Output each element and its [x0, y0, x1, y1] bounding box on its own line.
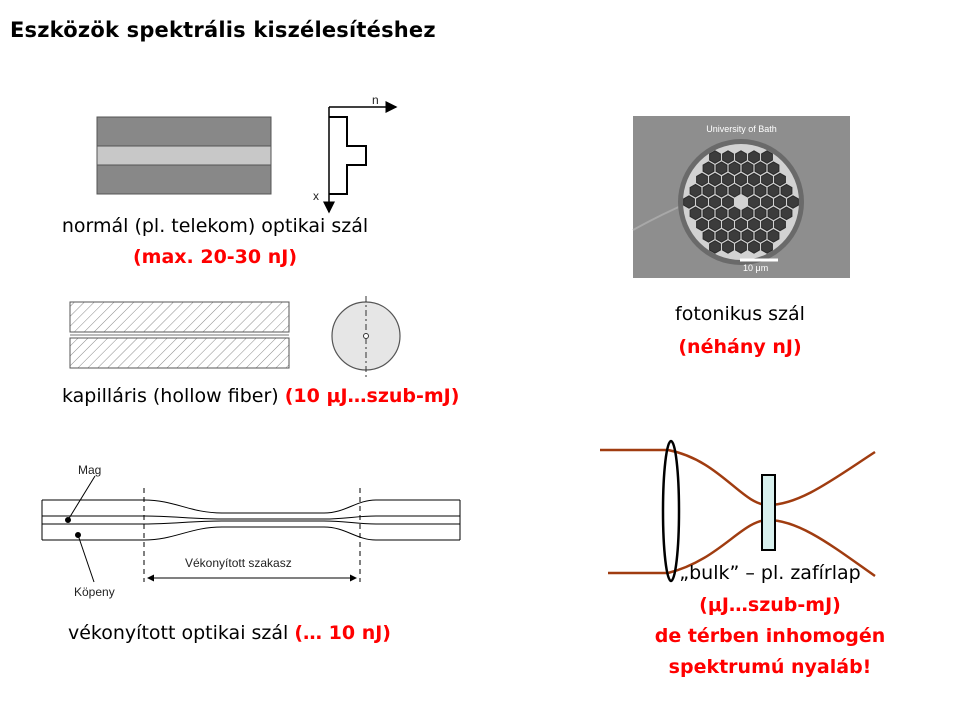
air-hole [754, 229, 767, 243]
air-hole [761, 172, 773, 187]
air-hole [709, 150, 721, 164]
air-hole [735, 150, 747, 164]
air-hole [696, 195, 708, 209]
air-hole [780, 206, 793, 221]
air-hole [767, 229, 780, 243]
air-hole [735, 217, 747, 232]
bulk-diagram [600, 439, 876, 583]
bulk-caption: „bulk” – pl. zafírlap [679, 562, 861, 584]
air-hole [722, 195, 734, 209]
tapered-limit: (… 10 nJ) [294, 622, 391, 644]
air-hole [748, 240, 760, 254]
cladding-label: Köpeny [74, 585, 115, 599]
bulk-limit: (μJ…szub-mJ) [699, 594, 841, 616]
air-hole [741, 161, 754, 175]
air-hole [748, 195, 760, 209]
axis-x-label: x [313, 189, 319, 203]
air-hole [728, 161, 741, 175]
page-title: Eszközök spektrális kiszélesítéshez [10, 18, 436, 42]
bulk-warning-line1: de térben inhomogén [654, 625, 886, 647]
air-hole [748, 217, 760, 232]
capillary-limit: (10 μJ…szub-mJ) [284, 385, 460, 407]
normal-fiber-diagram [96, 116, 272, 195]
normal-fiber-caption: normál (pl. telekom) optikai szál [61, 215, 369, 237]
air-hole [696, 217, 708, 232]
air-hole [715, 229, 728, 243]
air-hole [715, 206, 728, 221]
tapered-caption-text: vékonyított optikai szál [68, 622, 289, 644]
air-hole [767, 206, 780, 221]
air-hole [722, 172, 734, 187]
air-hole [735, 240, 747, 254]
air-hole [728, 229, 741, 243]
air-hole [754, 161, 767, 175]
photonic-fiber-image [632, 116, 850, 278]
air-hole [774, 217, 786, 232]
capillary-caption: kapilláris (hollow fiber) (10 μJ…szub-mJ… [62, 385, 459, 407]
capillary-caption-text: kapilláris (hollow fiber) [62, 385, 279, 407]
air-hole [767, 183, 780, 198]
axis-n-label: n [372, 93, 379, 107]
air-hole [702, 206, 715, 221]
index-profile-diagram [323, 101, 398, 214]
air-hole [722, 240, 734, 254]
air-hole [761, 195, 773, 209]
air-hole [709, 195, 721, 209]
air-hole [689, 183, 702, 198]
air-hole [728, 183, 741, 198]
air-hole [722, 150, 734, 164]
air-hole [722, 217, 734, 232]
core-label: Mag [78, 463, 102, 477]
air-hole [709, 240, 721, 254]
air-hole [715, 183, 728, 198]
tapered-fiber-diagram [41, 475, 461, 583]
capillary-end-view [331, 296, 401, 378]
thinned-section-label: Vékonyított szakasz [185, 556, 292, 570]
bulk-warning-line2: spektrumú nyaláb! [668, 656, 872, 678]
normal-fiber-limit: (max. 20-30 nJ) [132, 246, 298, 268]
air-hole [748, 150, 760, 164]
air-hole [761, 217, 773, 232]
air-hole [761, 240, 773, 254]
air-hole [767, 161, 780, 175]
air-hole [780, 183, 793, 198]
photonic-fiber-caption: fotonikus szál [675, 303, 805, 325]
photonic-fiber-limit: (néhány nJ) [678, 336, 802, 358]
air-hole [702, 161, 715, 175]
air-hole [787, 195, 799, 209]
air-hole [696, 172, 708, 187]
air-hole [702, 183, 715, 198]
air-hole [741, 229, 754, 243]
tapered-fiber-caption: vékonyított optikai szál (… 10 nJ) [68, 622, 391, 644]
air-hole [748, 172, 760, 187]
air-hole [741, 183, 754, 198]
air-hole [735, 172, 747, 187]
capillary-diagram [69, 301, 290, 369]
image-credit-label: University of Bath [706, 124, 777, 134]
air-hole [683, 195, 695, 209]
air-hole [715, 161, 728, 175]
air-hole [774, 195, 786, 209]
air-hole [754, 183, 767, 198]
air-hole [754, 206, 767, 221]
air-hole [741, 206, 754, 221]
air-hole [774, 172, 786, 187]
air-hole [689, 206, 702, 221]
air-hole [709, 217, 721, 232]
air-hole [702, 229, 715, 243]
scale-bar-label: 10 μm [743, 263, 769, 273]
air-hole [728, 206, 741, 221]
air-hole [709, 172, 721, 187]
air-hole [761, 150, 773, 164]
